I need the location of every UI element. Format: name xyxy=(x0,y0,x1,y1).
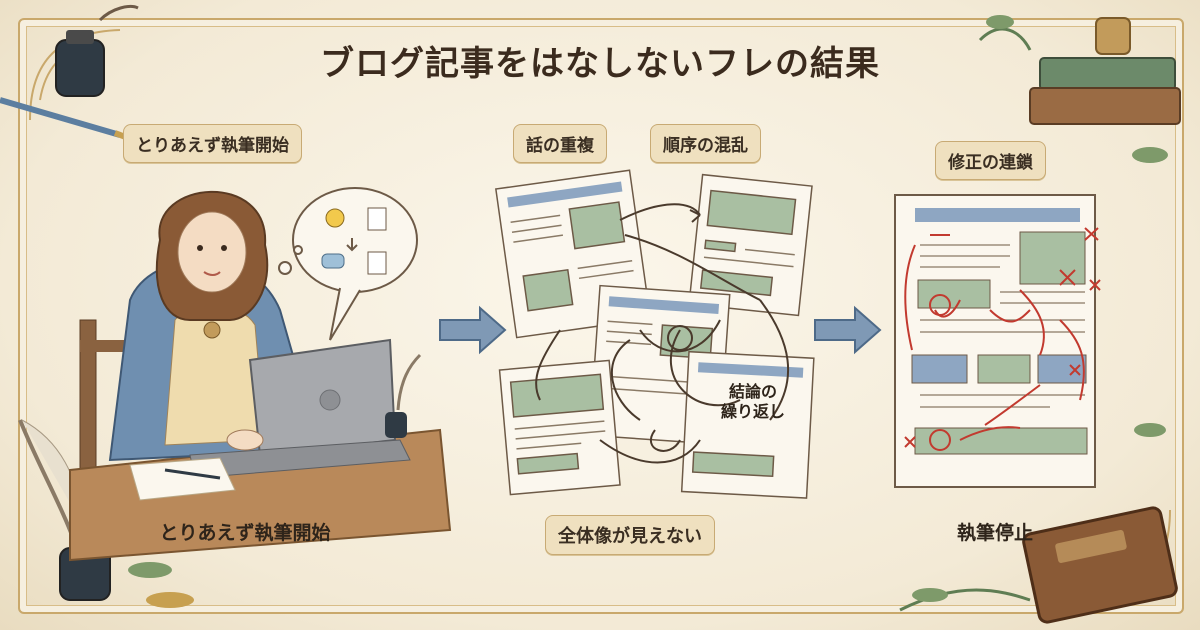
overlay-line-1: 結論の xyxy=(728,382,777,401)
thought-bubble xyxy=(278,187,418,341)
arrow-middle-to-right-icon xyxy=(814,305,882,355)
tag-correction-chain: 修正の連鎖 xyxy=(935,141,1046,180)
overlay-line-2: 繰り返し xyxy=(720,402,785,421)
page-title: ブログ記事をはなしないフレの結果 xyxy=(320,44,880,84)
tangled-arrows xyxy=(535,203,790,464)
edited-document xyxy=(894,194,1096,488)
overlay-conclusion-repeat: 結論の 繰り返し xyxy=(708,382,798,422)
writer-illustration xyxy=(69,190,452,562)
books-top-right-icon xyxy=(978,15,1181,163)
ornamental-frame xyxy=(18,18,1184,614)
book-bottom-right-icon xyxy=(899,423,1178,624)
tag-start-writing: とりあえず執筆開始 xyxy=(123,124,302,163)
tag-duplicate-topics: 話の重複 xyxy=(513,124,607,163)
caption-right: 執筆停止 xyxy=(956,522,1033,544)
tag-order-confusion: 順序の混乱 xyxy=(650,124,761,163)
arrow-left-to-middle-icon xyxy=(439,305,507,355)
inkwell-top-left-icon xyxy=(0,5,139,141)
caption-left: とりあえず執筆開始 xyxy=(159,522,331,544)
caption-middle: 全体像が見えない xyxy=(545,515,715,555)
red-correction-marks xyxy=(904,227,1101,451)
